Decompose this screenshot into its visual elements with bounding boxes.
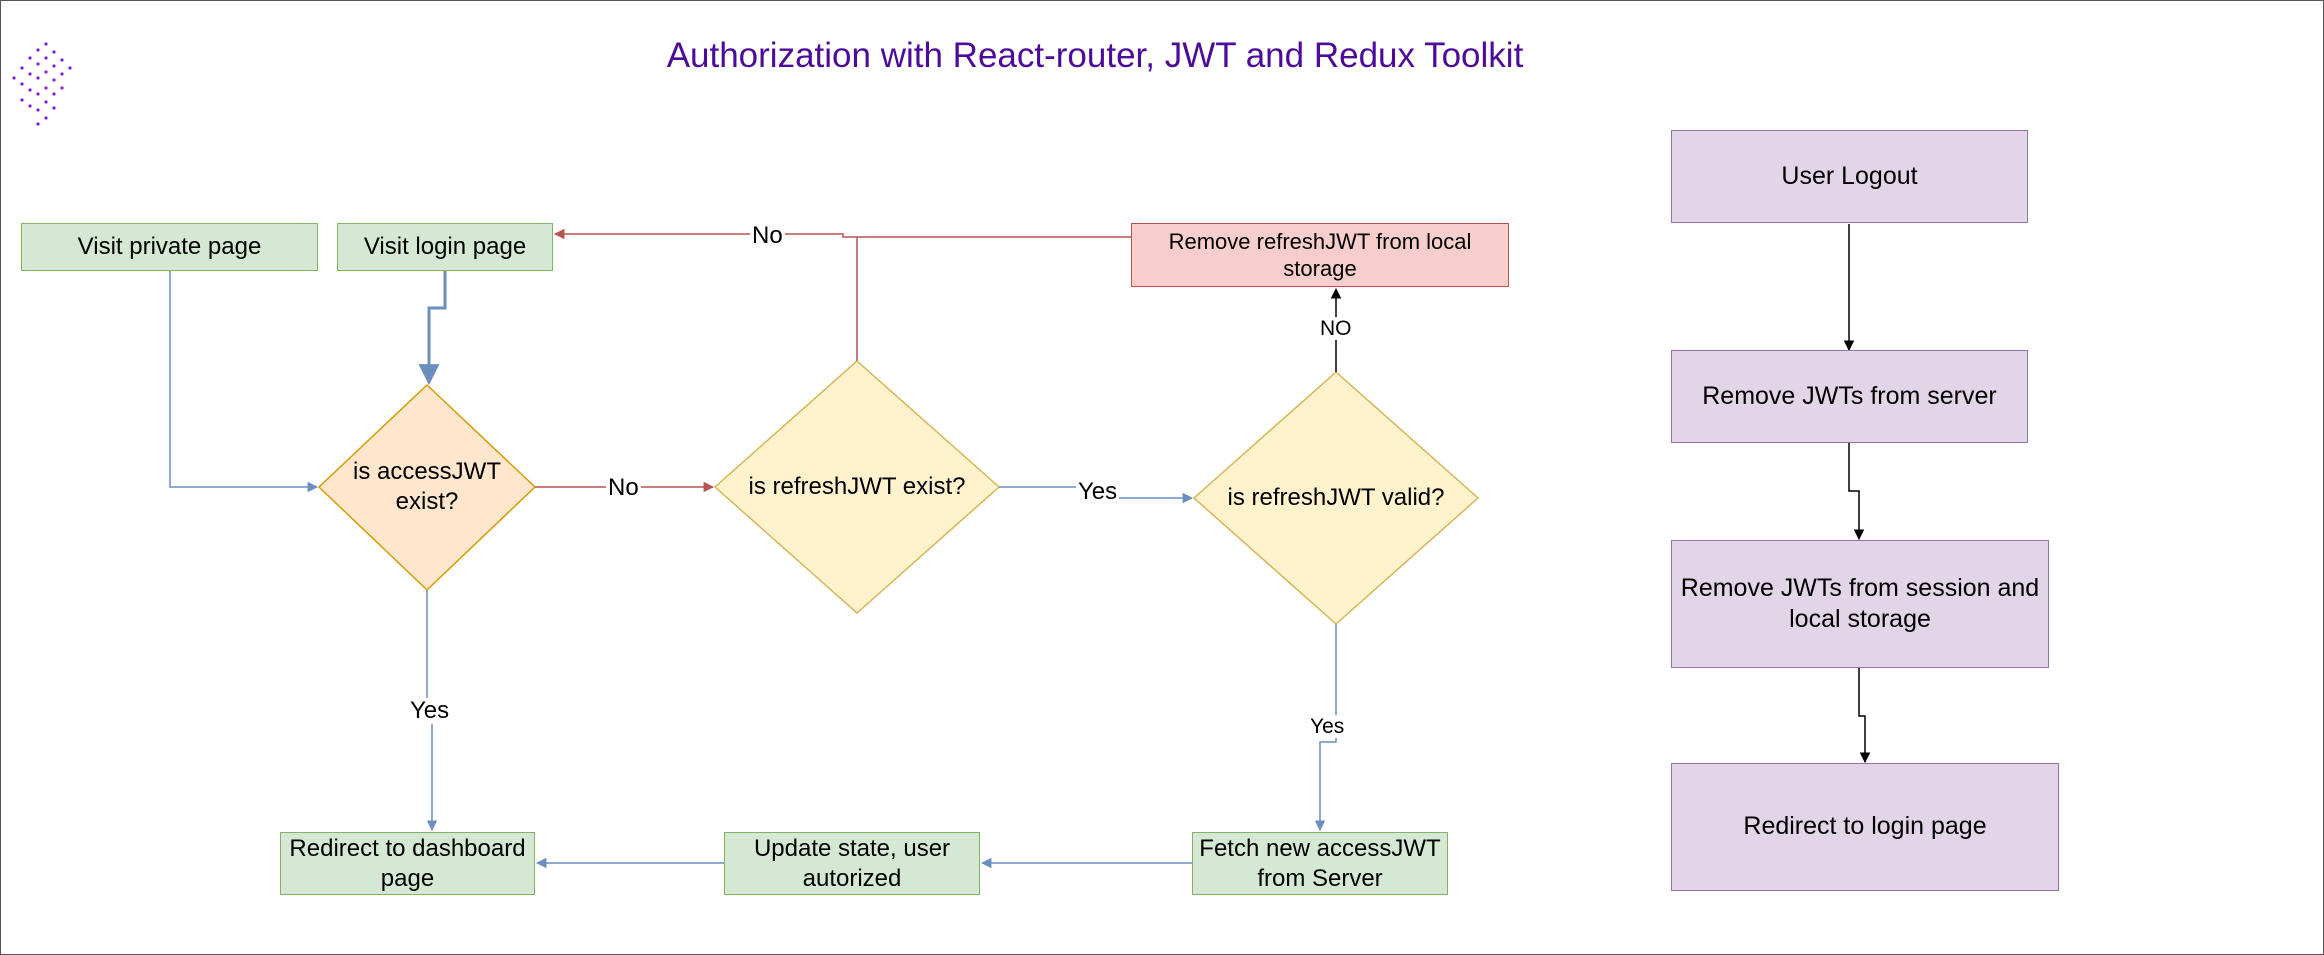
- access-exist-label: is accessJWT exist?: [352, 458, 501, 515]
- edge-refresh-no: [553, 228, 858, 361]
- remove-jwts-server-node[interactable]: Remove JWTs from server: [1671, 350, 2028, 443]
- edge-login-to-access: [418, 271, 447, 386]
- edge-label-valid-no: NO: [1318, 317, 1354, 340]
- edge-storage-to-redirect: [1858, 668, 1871, 764]
- edge-label-refresh-no: No: [750, 222, 785, 249]
- visit-login-page-node[interactable]: Visit login page: [337, 223, 553, 271]
- visit-private-page-node[interactable]: Visit private page: [21, 223, 318, 271]
- redirect-login-node[interactable]: Redirect to login page: [1671, 763, 2059, 891]
- user-logout-node[interactable]: User Logout: [1671, 130, 2028, 223]
- edge-private-to-access: [169, 271, 319, 493]
- redirect-dashboard-node[interactable]: Redirect to dashboard page: [280, 832, 535, 895]
- refresh-exist-label: is refreshJWT exist?: [748, 473, 966, 500]
- update-state-node[interactable]: Update state, user autorized: [724, 832, 980, 895]
- fetch-access-jwt-node[interactable]: Fetch new accessJWT from Server: [1192, 832, 1448, 895]
- refresh-exist-diamond[interactable]: [713, 359, 1001, 615]
- diagram-title: Authorization with React-router, JWT and…: [666, 36, 1524, 75]
- remove-jwts-storage-node[interactable]: Remove JWTs from session and local stora…: [1671, 540, 2049, 668]
- edge-server-to-storage: [1848, 443, 1865, 541]
- edge-label-valid-yes: Yes: [1308, 715, 1347, 738]
- refresh-valid-label: is refreshJWT valid?: [1227, 484, 1445, 511]
- edge-label-access-yes: Yes: [408, 697, 452, 724]
- dot-pattern-logo: [8, 40, 100, 132]
- edge-label-refresh-yes: Yes: [1076, 478, 1120, 505]
- edge-label-access-no: No: [606, 474, 641, 501]
- edge-valid-yes: [1314, 624, 1337, 832]
- remove-refresh-jwt-node[interactable]: Remove refreshJWT from local storage: [1131, 223, 1509, 287]
